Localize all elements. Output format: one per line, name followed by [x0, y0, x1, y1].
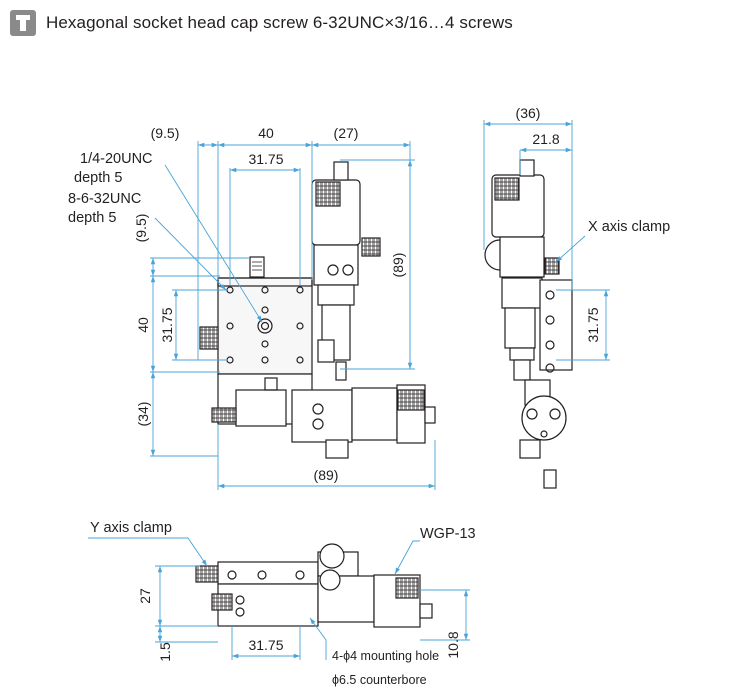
callout-tap1-line2: depth 5 — [74, 170, 122, 186]
mounting-hole-line1: 4-ϕ4 mounting hole — [332, 649, 439, 663]
dim-9-5-left: (9.5) — [133, 214, 149, 243]
side-view — [484, 159, 573, 489]
front-dim-31-75: 31.75 — [248, 637, 283, 653]
dim-31-75-top: 31.75 — [248, 151, 283, 167]
mounting-hole-line2: ϕ6.5 counterbore — [332, 673, 427, 687]
y-axis-clamp-label: Y axis clamp — [90, 520, 172, 536]
wgp-13-label: WGP-13 — [420, 526, 476, 542]
front-dim-1-5: 1.5 — [157, 642, 173, 662]
front-view — [195, 543, 433, 628]
side-view-dimensions — [483, 120, 610, 361]
dim-27-top: (27) — [334, 125, 359, 141]
dim-89-bottom: (89) — [314, 467, 339, 483]
stage-top-plate — [217, 277, 313, 375]
side-dim-36: (36) — [516, 105, 541, 121]
callout-tap2-line2: depth 5 — [68, 210, 116, 226]
side-dim-31-75: 31.75 — [585, 307, 601, 342]
dim-34-left: (34) — [135, 402, 151, 427]
callout-tap2-line1: 8-6-32UNC — [68, 191, 141, 207]
dim-40-top: 40 — [258, 125, 274, 141]
dim-89-right: (89) — [390, 253, 406, 278]
top-view-dimensions — [150, 141, 436, 490]
dim-40-left: 40 — [135, 317, 151, 333]
callout-tap1-line1: 1/4-20UNC — [80, 151, 153, 167]
x-axis-clamp-label: X axis clamp — [588, 219, 670, 235]
header: Hexagonal socket head cap screw 6-32UNC×… — [10, 8, 513, 38]
header-title: Hexagonal socket head cap screw 6-32UNC×… — [46, 13, 513, 32]
top-view — [199, 161, 436, 459]
front-dim-27: 27 — [137, 588, 153, 604]
side-dim-21-8: 21.8 — [532, 131, 559, 147]
hex-socket-screw-icon — [10, 10, 36, 36]
dim-9-5-top: (9.5) — [151, 125, 180, 141]
front-dim-10-8: 10.8 — [445, 631, 461, 658]
dim-31-75-left: 31.75 — [159, 307, 175, 342]
front-view-dimensions — [88, 537, 470, 660]
